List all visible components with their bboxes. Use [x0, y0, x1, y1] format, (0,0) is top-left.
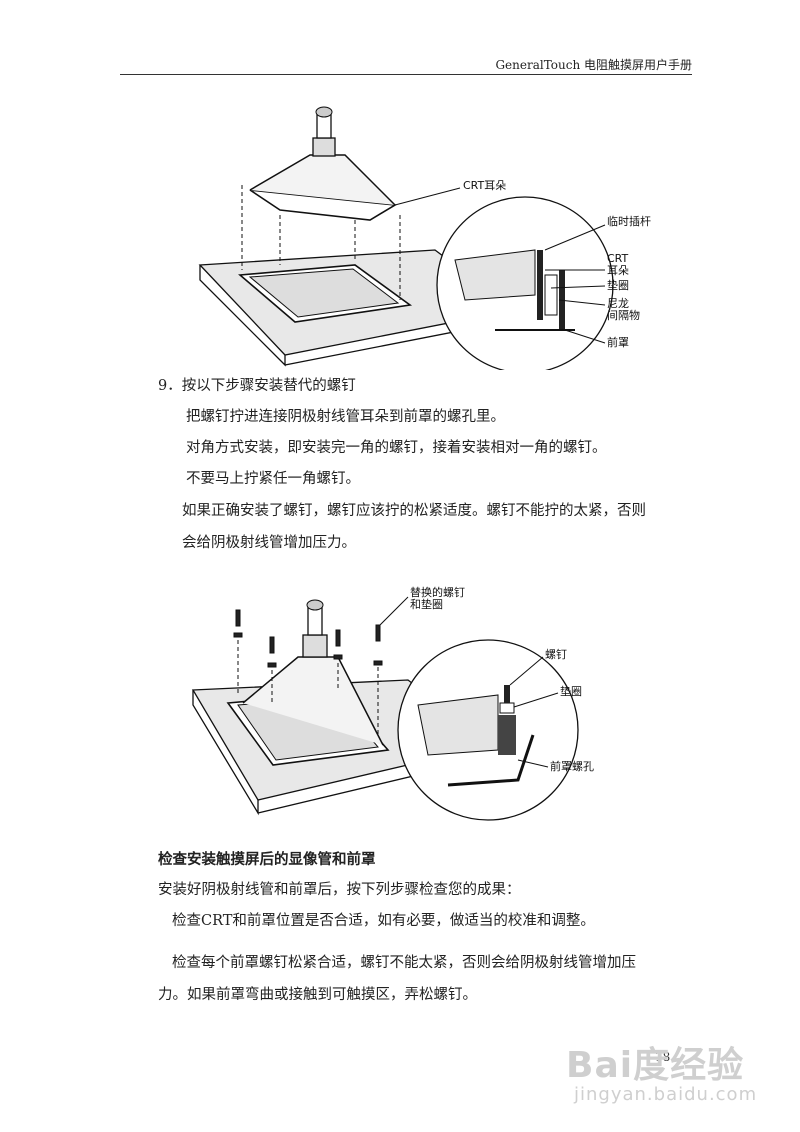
step9-line-3: 不要马上拧紧任一角螺钉。 — [186, 471, 360, 487]
header-brand: GeneralTouch 电阻触摸屏用户手册 — [495, 58, 692, 72]
check-heading: 检查安装触摸屏后的显像管和前罩 — [158, 851, 376, 868]
check-intro: 安装好阴极射线管和前罩后，按下列步骤检查您的成果： — [158, 882, 521, 898]
check-item-1: 检查CRT和前罩位置是否合适，如有必要，做适当的校准和调整。 — [172, 913, 595, 929]
label-crt-ear-2: CRT 耳朵 — [607, 252, 629, 278]
label-front-bezel: 前罩 — [607, 336, 629, 349]
label-washer: 垫圈 — [607, 279, 629, 292]
page-number: 18 — [655, 1050, 671, 1064]
step9-line-5: 会给阴极射线管增加压力。 — [182, 535, 356, 551]
label-screw: 螺钉 — [545, 648, 567, 661]
baidu-watermark: Bai度经验 jingyan.baidu.com — [556, 1036, 756, 1116]
label-crt-ear: CRT耳朵 — [463, 179, 507, 192]
label-replace-screw-line1: 替换的螺钉 — [410, 586, 465, 599]
step9-line-1: 把螺钉拧进连接阴极射线管耳朵到前罩的螺孔里。 — [186, 409, 505, 425]
label-bezel-hole: 前罩螺孔 — [550, 760, 594, 773]
label-spacer-line2: 间隔物 — [607, 309, 640, 323]
figure-crt-ear-install: CRT耳朵 临时插杆 CRT 耳朵 垫圈 尼龙 间隔物 前罩 — [195, 100, 685, 370]
header-rule — [120, 74, 692, 75]
label-replace-screw-line2: 和垫圈 — [410, 598, 443, 612]
check-item-2-line-1: 检查每个前罩螺钉松紧合适，螺钉不能太紧，否则会给阴极射线管增加压 — [172, 955, 636, 971]
label-nylon-spacer: 尼龙 间隔物 — [607, 297, 640, 323]
label-temp-bolt: 临时插杆 — [607, 215, 651, 228]
label-crt-ear-2-line1: CRT — [607, 252, 629, 265]
step9-title: 9．按以下步骤安装替代的螺钉 — [158, 378, 356, 394]
figure-replacement-screws: 替换的螺钉 和垫圈 螺钉 垫圈 前罩螺孔 — [188, 585, 648, 840]
watermark-url: jingyan.baidu.com — [574, 1084, 758, 1105]
step9-line-4: 如果正确安装了螺钉，螺钉应该拧的松紧适度。螺钉不能拧的太紧，否则 — [182, 503, 646, 519]
label-crt-ear-2-line2: 耳朵 — [607, 264, 629, 278]
label-spacer-line1: 尼龙 — [607, 297, 629, 310]
step9-line-2: 对角方式安装，即安装完一角的螺钉，接着安装相对一角的螺钉。 — [186, 440, 607, 456]
label-washer-2: 垫圈 — [560, 685, 582, 698]
figure-screws-drawing — [191, 596, 579, 821]
check-item-2-line-2: 力。如果前罩弯曲或接触到可触摸区，弄松螺钉。 — [158, 987, 477, 1003]
watermark-logo: Bai度经验 — [566, 1045, 745, 1086]
figure-crt-ear-drawing — [198, 106, 614, 370]
label-replace-screw: 替换的螺钉 和垫圈 — [410, 586, 465, 612]
